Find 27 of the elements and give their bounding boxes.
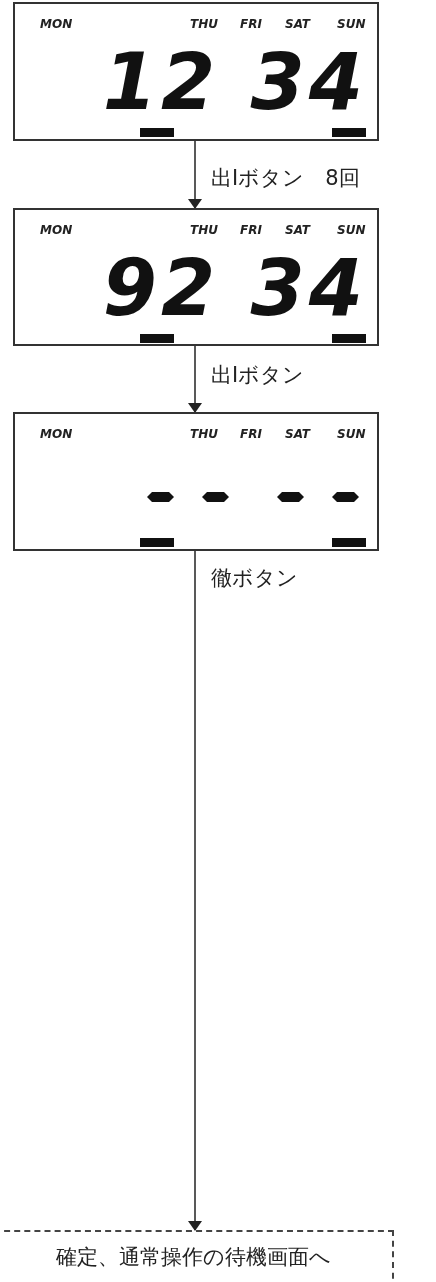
digit-readout: 92 34 xyxy=(102,248,367,328)
arrow xyxy=(188,550,202,1231)
day-label: SUN xyxy=(337,427,366,441)
digit-readout: 12 34 xyxy=(102,42,367,122)
day-label: SUN xyxy=(337,223,366,237)
day-label: MON xyxy=(40,17,73,31)
lcd-display xyxy=(13,2,379,141)
day-label: THU xyxy=(190,427,218,441)
arrow xyxy=(188,345,202,413)
edge-label: 出Iボタン xyxy=(211,362,305,388)
day-label: FRI xyxy=(240,223,262,237)
day-label: SUN xyxy=(337,17,366,31)
day-label: FRI xyxy=(240,427,262,441)
day-label: MON xyxy=(40,427,73,441)
lcd-display xyxy=(13,412,379,551)
box-text: 確定、通常操作の待機画面へ xyxy=(55,1245,331,1269)
day-label: SAT xyxy=(285,223,310,237)
day-label: SAT xyxy=(285,427,310,441)
day-label: FRI xyxy=(240,17,262,31)
edge-label: 出Iボタン 8回 xyxy=(211,165,360,191)
arrow xyxy=(188,140,202,209)
day-label: MON xyxy=(40,223,73,237)
day-label: THU xyxy=(190,17,218,31)
day-label: SAT xyxy=(285,17,310,31)
lcd-display xyxy=(13,208,379,346)
day-label: THU xyxy=(190,223,218,237)
edge-label: 徹ボタン xyxy=(211,565,298,591)
